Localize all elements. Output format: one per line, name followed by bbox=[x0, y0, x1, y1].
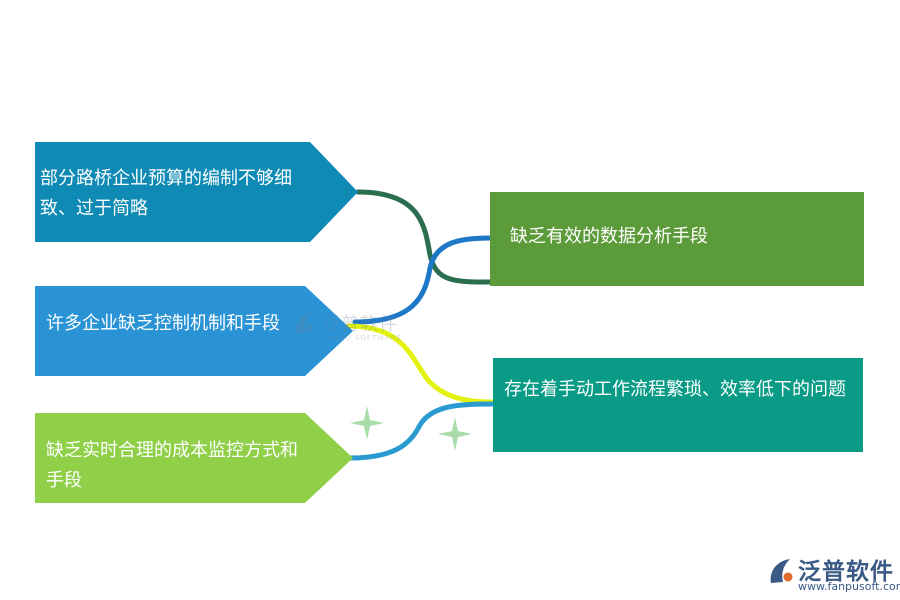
right-item-2-text: 存在着手动工作流程繁琐、效率低下的问题 bbox=[504, 379, 846, 400]
connector-yellow bbox=[345, 323, 495, 405]
connector-bottom-blue bbox=[347, 401, 495, 461]
left-item-2-text: 许多企业缺乏控制机制和手段 bbox=[46, 313, 280, 334]
sparkle-star-2 bbox=[438, 417, 472, 451]
left-item-1-text: 部分路桥企业预算的编制不够细致、过于简略 bbox=[40, 168, 292, 219]
sparkle-star-1 bbox=[350, 406, 384, 440]
brand-logo: 泛普软件 www.fanpusoft.com bbox=[768, 552, 900, 596]
right-box-1 bbox=[490, 192, 864, 286]
left-box-1 bbox=[35, 142, 358, 242]
connector-middle-blue bbox=[352, 235, 493, 325]
brand-logo-icon bbox=[770, 559, 793, 583]
left-box-2 bbox=[35, 286, 353, 376]
brand-url: www.fanpusoft.com bbox=[798, 580, 900, 593]
connector-top bbox=[355, 189, 493, 285]
right-box-2 bbox=[493, 358, 863, 452]
right-item-1-text: 缺乏有效的数据分析手段 bbox=[510, 226, 708, 247]
brand-name: 泛普软件 bbox=[798, 559, 894, 585]
left-item-3-text: 缺乏实时合理的成本监控方式和手段 bbox=[46, 440, 298, 491]
left-box-3 bbox=[35, 413, 353, 503]
